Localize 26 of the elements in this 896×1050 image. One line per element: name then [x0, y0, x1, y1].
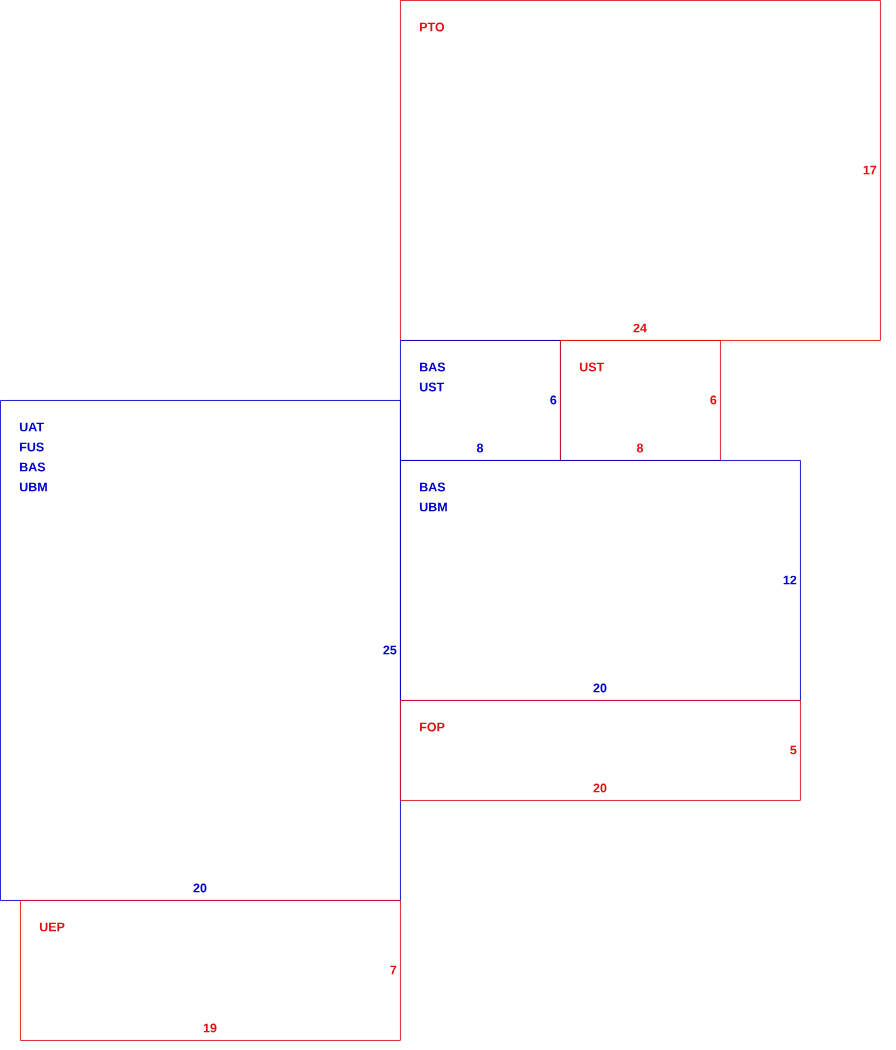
area-code: BAS: [20, 462, 46, 472]
area-code: FUS: [20, 442, 44, 452]
area-code: UBM: [419, 502, 447, 512]
dimension-label: 20: [593, 683, 607, 693]
dimension-label: 24: [633, 323, 647, 333]
area-code: UEP: [39, 922, 65, 932]
dimension-label: 5: [790, 745, 797, 755]
dimension-label: 8: [476, 443, 484, 453]
dimension-label: 20: [193, 883, 207, 893]
dimension-label: 6: [550, 395, 557, 405]
area-code: FOP: [420, 722, 445, 732]
dimension-label: 19: [203, 1023, 217, 1033]
dimension-label: 7: [390, 965, 397, 975]
area-code: BAS: [420, 362, 446, 372]
area-code: UST: [419, 382, 445, 392]
dimension-label: 6: [710, 395, 717, 405]
dimension-label: 12: [783, 575, 797, 585]
dimension-label: 8: [636, 443, 644, 453]
area-code: BAS: [420, 482, 446, 492]
area-code: UST: [579, 362, 605, 372]
dimension-label: 20: [593, 783, 607, 793]
area-code: PTO: [420, 22, 445, 32]
dimension-label: 25: [383, 645, 397, 655]
area-code: UBM: [19, 482, 47, 492]
area-code: UAT: [19, 422, 44, 432]
dimension-label: 17: [863, 165, 877, 175]
